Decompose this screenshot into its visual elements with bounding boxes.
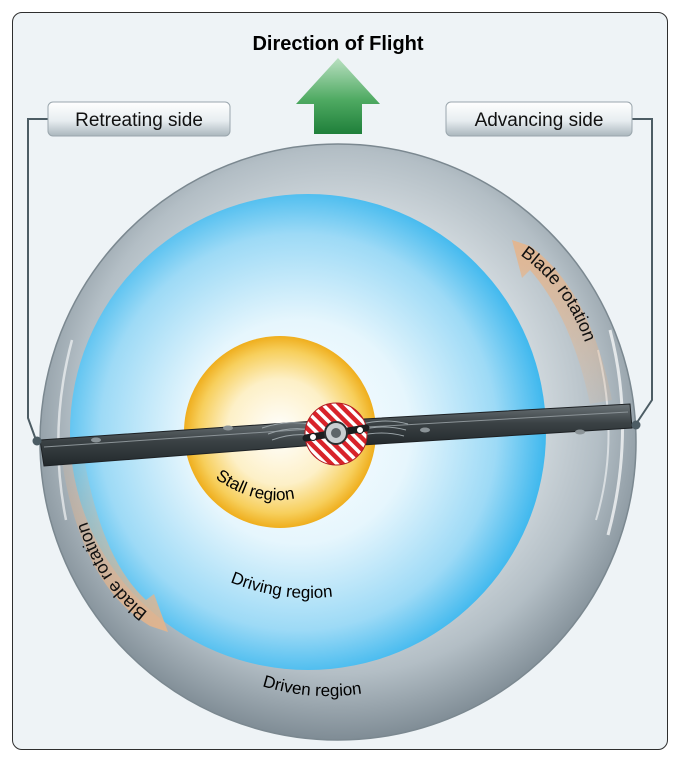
blade-rotation-arrow-left (62, 458, 168, 632)
retreating-leader-dot (32, 436, 42, 446)
motion-streak (57, 339, 74, 521)
direction-of-flight-title: Direction of Flight (252, 33, 423, 55)
advancing-side-text: Advancing side (475, 110, 604, 131)
retreating-leader-line (27, 118, 50, 441)
up-arrow-icon (296, 58, 380, 134)
advancing-leader-line (630, 118, 653, 425)
retreating-side-text: Retreating side (75, 110, 203, 131)
rotor-hub-icon (302, 402, 370, 466)
advancing-leader-dot (631, 420, 641, 430)
blade-rotation-arrow-right (512, 240, 612, 404)
advancing-side-label: Advancing side (445, 101, 633, 137)
retreating-side-label: Retreating side (47, 101, 231, 137)
motion-streak (606, 329, 625, 536)
